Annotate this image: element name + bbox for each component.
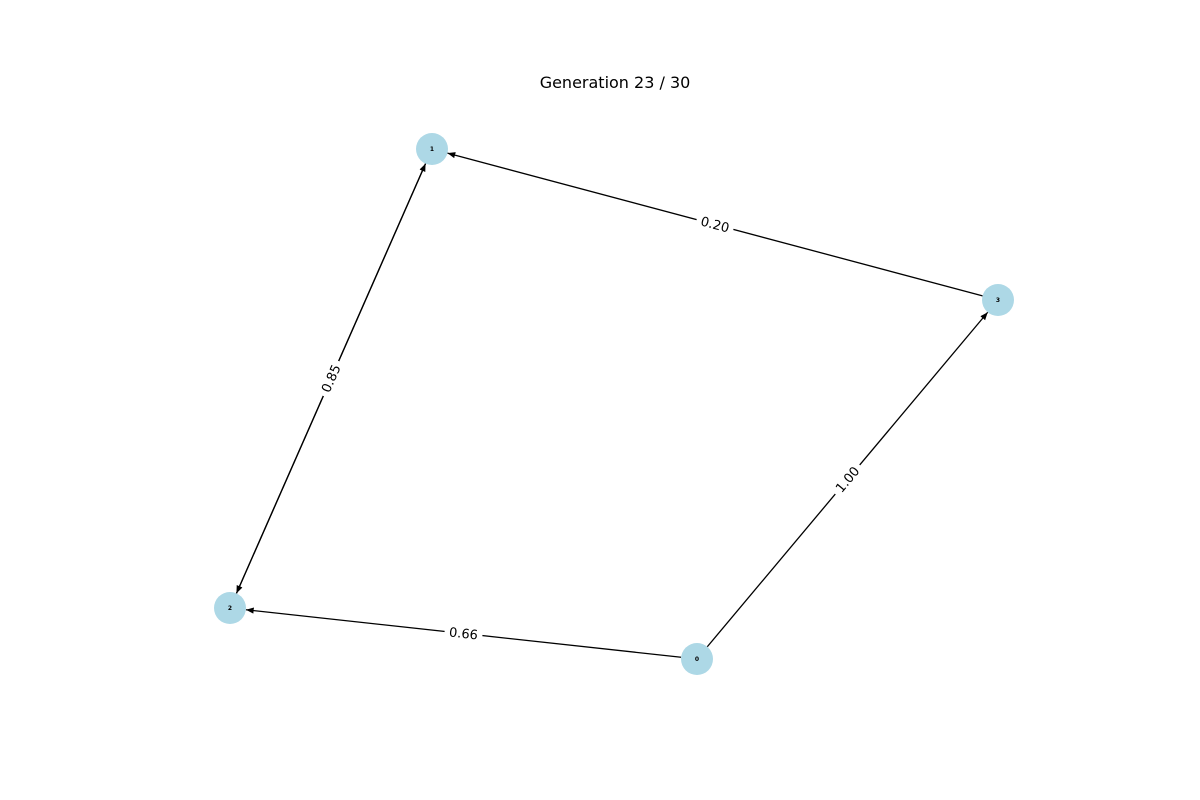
node-circle-2	[214, 592, 246, 624]
node-3: 3	[982, 284, 1014, 316]
node-circle-1	[416, 133, 448, 165]
edge-label-group-1-2: 0.85	[315, 357, 347, 400]
node-label-2: 2	[228, 605, 232, 612]
edge-label-background	[315, 357, 347, 400]
edge-label-background	[694, 210, 736, 239]
edge-label-background	[443, 622, 484, 645]
node-label-3: 3	[996, 297, 1000, 304]
edges-layer	[235, 152, 989, 658]
node-0: 0	[681, 643, 713, 675]
edge-label-1-2: 0.85	[319, 363, 344, 396]
node-circle-0	[681, 643, 713, 675]
edge-label-group-3-1: 0.20	[694, 210, 736, 239]
graph-title: Generation 23 / 30	[540, 73, 691, 92]
edge-label-0-2: 0.66	[448, 625, 478, 643]
edge-label-group-0-3: 1.00	[828, 459, 867, 500]
edge-label-3-1: 0.20	[699, 214, 731, 236]
node-label-0: 0	[695, 656, 699, 663]
node-2: 2	[214, 592, 246, 624]
nodes-layer: 0 1 2 3	[214, 133, 1014, 675]
edge-label-group-0-2: 0.66	[443, 622, 484, 645]
node-circle-3	[982, 284, 1014, 316]
node-1: 1	[416, 133, 448, 165]
node-label-1: 1	[430, 146, 434, 153]
edge-label-background	[828, 459, 867, 500]
edge-labels-layer: 0.200.850.850.661.00	[315, 210, 867, 645]
